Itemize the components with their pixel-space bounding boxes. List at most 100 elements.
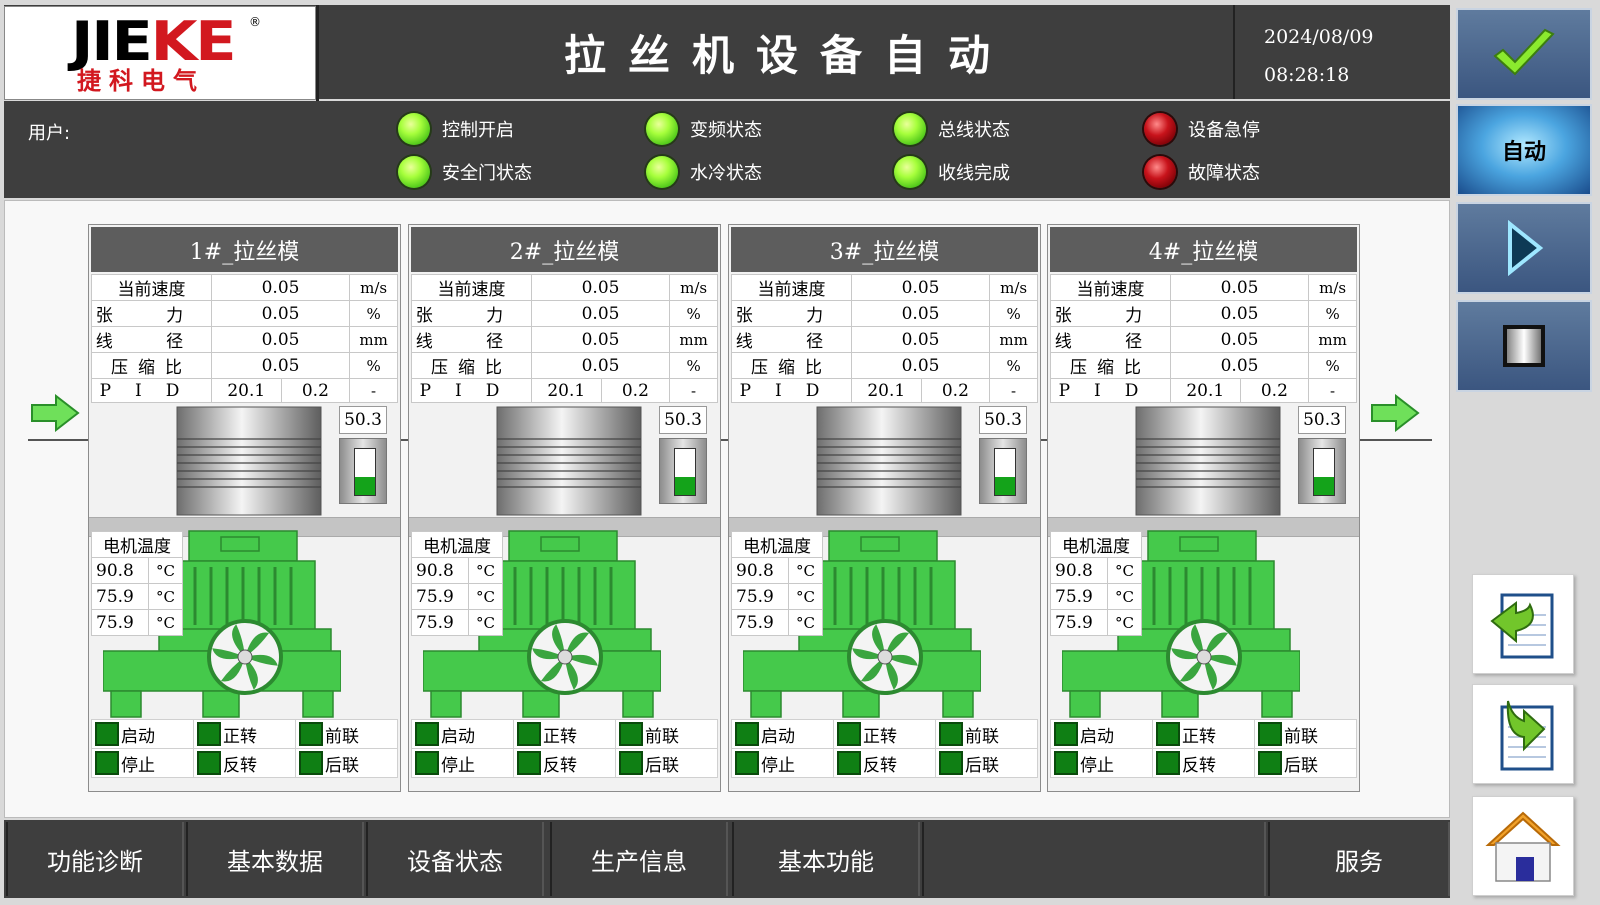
signal-label: 正转 — [543, 726, 577, 747]
param-value: 0.05 — [1169, 326, 1310, 353]
status-indicator-label: 水冷状态 — [690, 163, 762, 184]
table-row: 75.9°C — [411, 583, 503, 610]
param-label: 当前速度 — [91, 274, 212, 301]
status-lamp-icon — [1144, 113, 1176, 145]
status-indicator-label: 控制开启 — [442, 120, 514, 141]
param-value: 0.05 — [530, 274, 671, 301]
tension-gauge-value: 50.3 — [979, 406, 1027, 434]
motor-temp-label: 电机温度 — [1050, 531, 1142, 558]
tension-gauge-fill — [355, 476, 375, 495]
status-indicator-label: 变频状态 — [690, 120, 762, 141]
signal-led-icon — [837, 722, 861, 746]
signal-led-icon — [939, 722, 963, 746]
unit-title: 2#_拉丝模 — [411, 227, 718, 272]
unit-title: 3#_拉丝模 — [731, 227, 1038, 272]
motor-temp-value: 75.9 — [411, 583, 469, 610]
motor-temp-label: 电机温度 — [731, 531, 823, 558]
nav-device-status[interactable]: 设备状态 — [366, 822, 544, 896]
company-logo: JIEKE ® 捷科电气 — [4, 6, 316, 100]
pid-p-value: 20.1 — [1169, 378, 1241, 403]
signal-led-icon — [939, 751, 963, 775]
signal-led-icon — [1054, 722, 1078, 746]
user-label: 用户: — [28, 123, 71, 144]
motor-temp-value: 90.8 — [91, 557, 149, 584]
tension-gauge-value: 50.3 — [1298, 406, 1346, 434]
param-value: 0.05 — [530, 326, 671, 353]
start-button[interactable] — [1456, 202, 1592, 294]
date-display: 2024/08/09 — [1264, 26, 1374, 48]
signal-led-icon — [517, 722, 541, 746]
tension-gauge — [659, 438, 707, 504]
signal-label: 停止 — [441, 755, 475, 776]
motor-temp-label: 电机温度 — [411, 531, 503, 558]
motor-temp-unit: °C — [1107, 557, 1142, 584]
signal-cell: 正转 — [193, 719, 296, 749]
signal-label: 前联 — [645, 726, 679, 747]
table-row: 90.8°C — [1050, 557, 1142, 584]
page-forward-icon — [1500, 700, 1554, 771]
auto-mode-button[interactable]: 自动 — [1456, 104, 1592, 196]
confirm-button[interactable] — [1456, 8, 1592, 100]
param-unit: % — [349, 352, 398, 379]
nav-production-info[interactable]: 生产信息 — [550, 822, 728, 896]
signal-led-icon — [197, 722, 221, 746]
table-row: 75.9°C — [1050, 583, 1142, 610]
param-value: 0.05 — [210, 274, 351, 301]
motor-temp-unit: °C — [788, 557, 823, 584]
table-row: 电机温度 — [1050, 531, 1142, 558]
signal-cell: 后联 — [615, 748, 718, 778]
home-button[interactable] — [1472, 796, 1574, 896]
stop-button[interactable] — [1456, 300, 1592, 392]
pid-p-value: 20.1 — [850, 378, 922, 403]
motor-icon — [423, 530, 661, 718]
page-forward-button[interactable] — [1472, 684, 1574, 784]
table-row: 启动正转前联 — [731, 719, 1038, 749]
motor-temp-unit: °C — [148, 557, 183, 584]
signal-led-icon — [197, 751, 221, 775]
nav-basic-function[interactable]: 基本功能 — [732, 822, 920, 896]
pid-label: PID — [731, 378, 852, 403]
param-value: 0.05 — [850, 326, 991, 353]
signal-cell: 后联 — [1254, 748, 1357, 778]
nav-basic-data[interactable]: 基本数据 — [186, 822, 364, 896]
signal-cell: 停止 — [1050, 748, 1153, 778]
param-label: 当前速度 — [1050, 274, 1171, 301]
motor-temp-unit: °C — [788, 583, 823, 610]
nav-function-diagnosis[interactable]: 功能诊断 — [6, 822, 184, 896]
motor-temp-value: 75.9 — [1050, 609, 1108, 636]
header-divider — [1233, 5, 1235, 99]
table-row: 75.9°C — [91, 609, 183, 636]
page-back-button[interactable] — [1472, 574, 1574, 674]
signal-cell: 正转 — [513, 719, 616, 749]
signal-label: 前联 — [1284, 726, 1318, 747]
status-indicator: 故障状态 — [1144, 156, 1260, 188]
signal-label: 反转 — [223, 755, 257, 776]
motor-temp-value: 90.8 — [411, 557, 469, 584]
motor-temp-value: 75.9 — [731, 583, 789, 610]
motor-temp-value: 75.9 — [91, 609, 149, 636]
pid-d-value: - — [349, 378, 398, 403]
signal-cell: 停止 — [411, 748, 514, 778]
param-unit: m/s — [989, 274, 1038, 301]
signal-cell: 启动 — [411, 719, 514, 749]
nav-service[interactable]: 服务 — [1268, 822, 1450, 896]
signal-cell: 反转 — [513, 748, 616, 778]
pid-d-value: - — [1308, 378, 1357, 403]
nav-empty-slot[interactable] — [922, 822, 1266, 896]
status-indicator-label: 设备急停 — [1188, 120, 1260, 141]
table-row: 75.9°C — [731, 609, 823, 636]
status-lamp-icon — [894, 113, 926, 145]
